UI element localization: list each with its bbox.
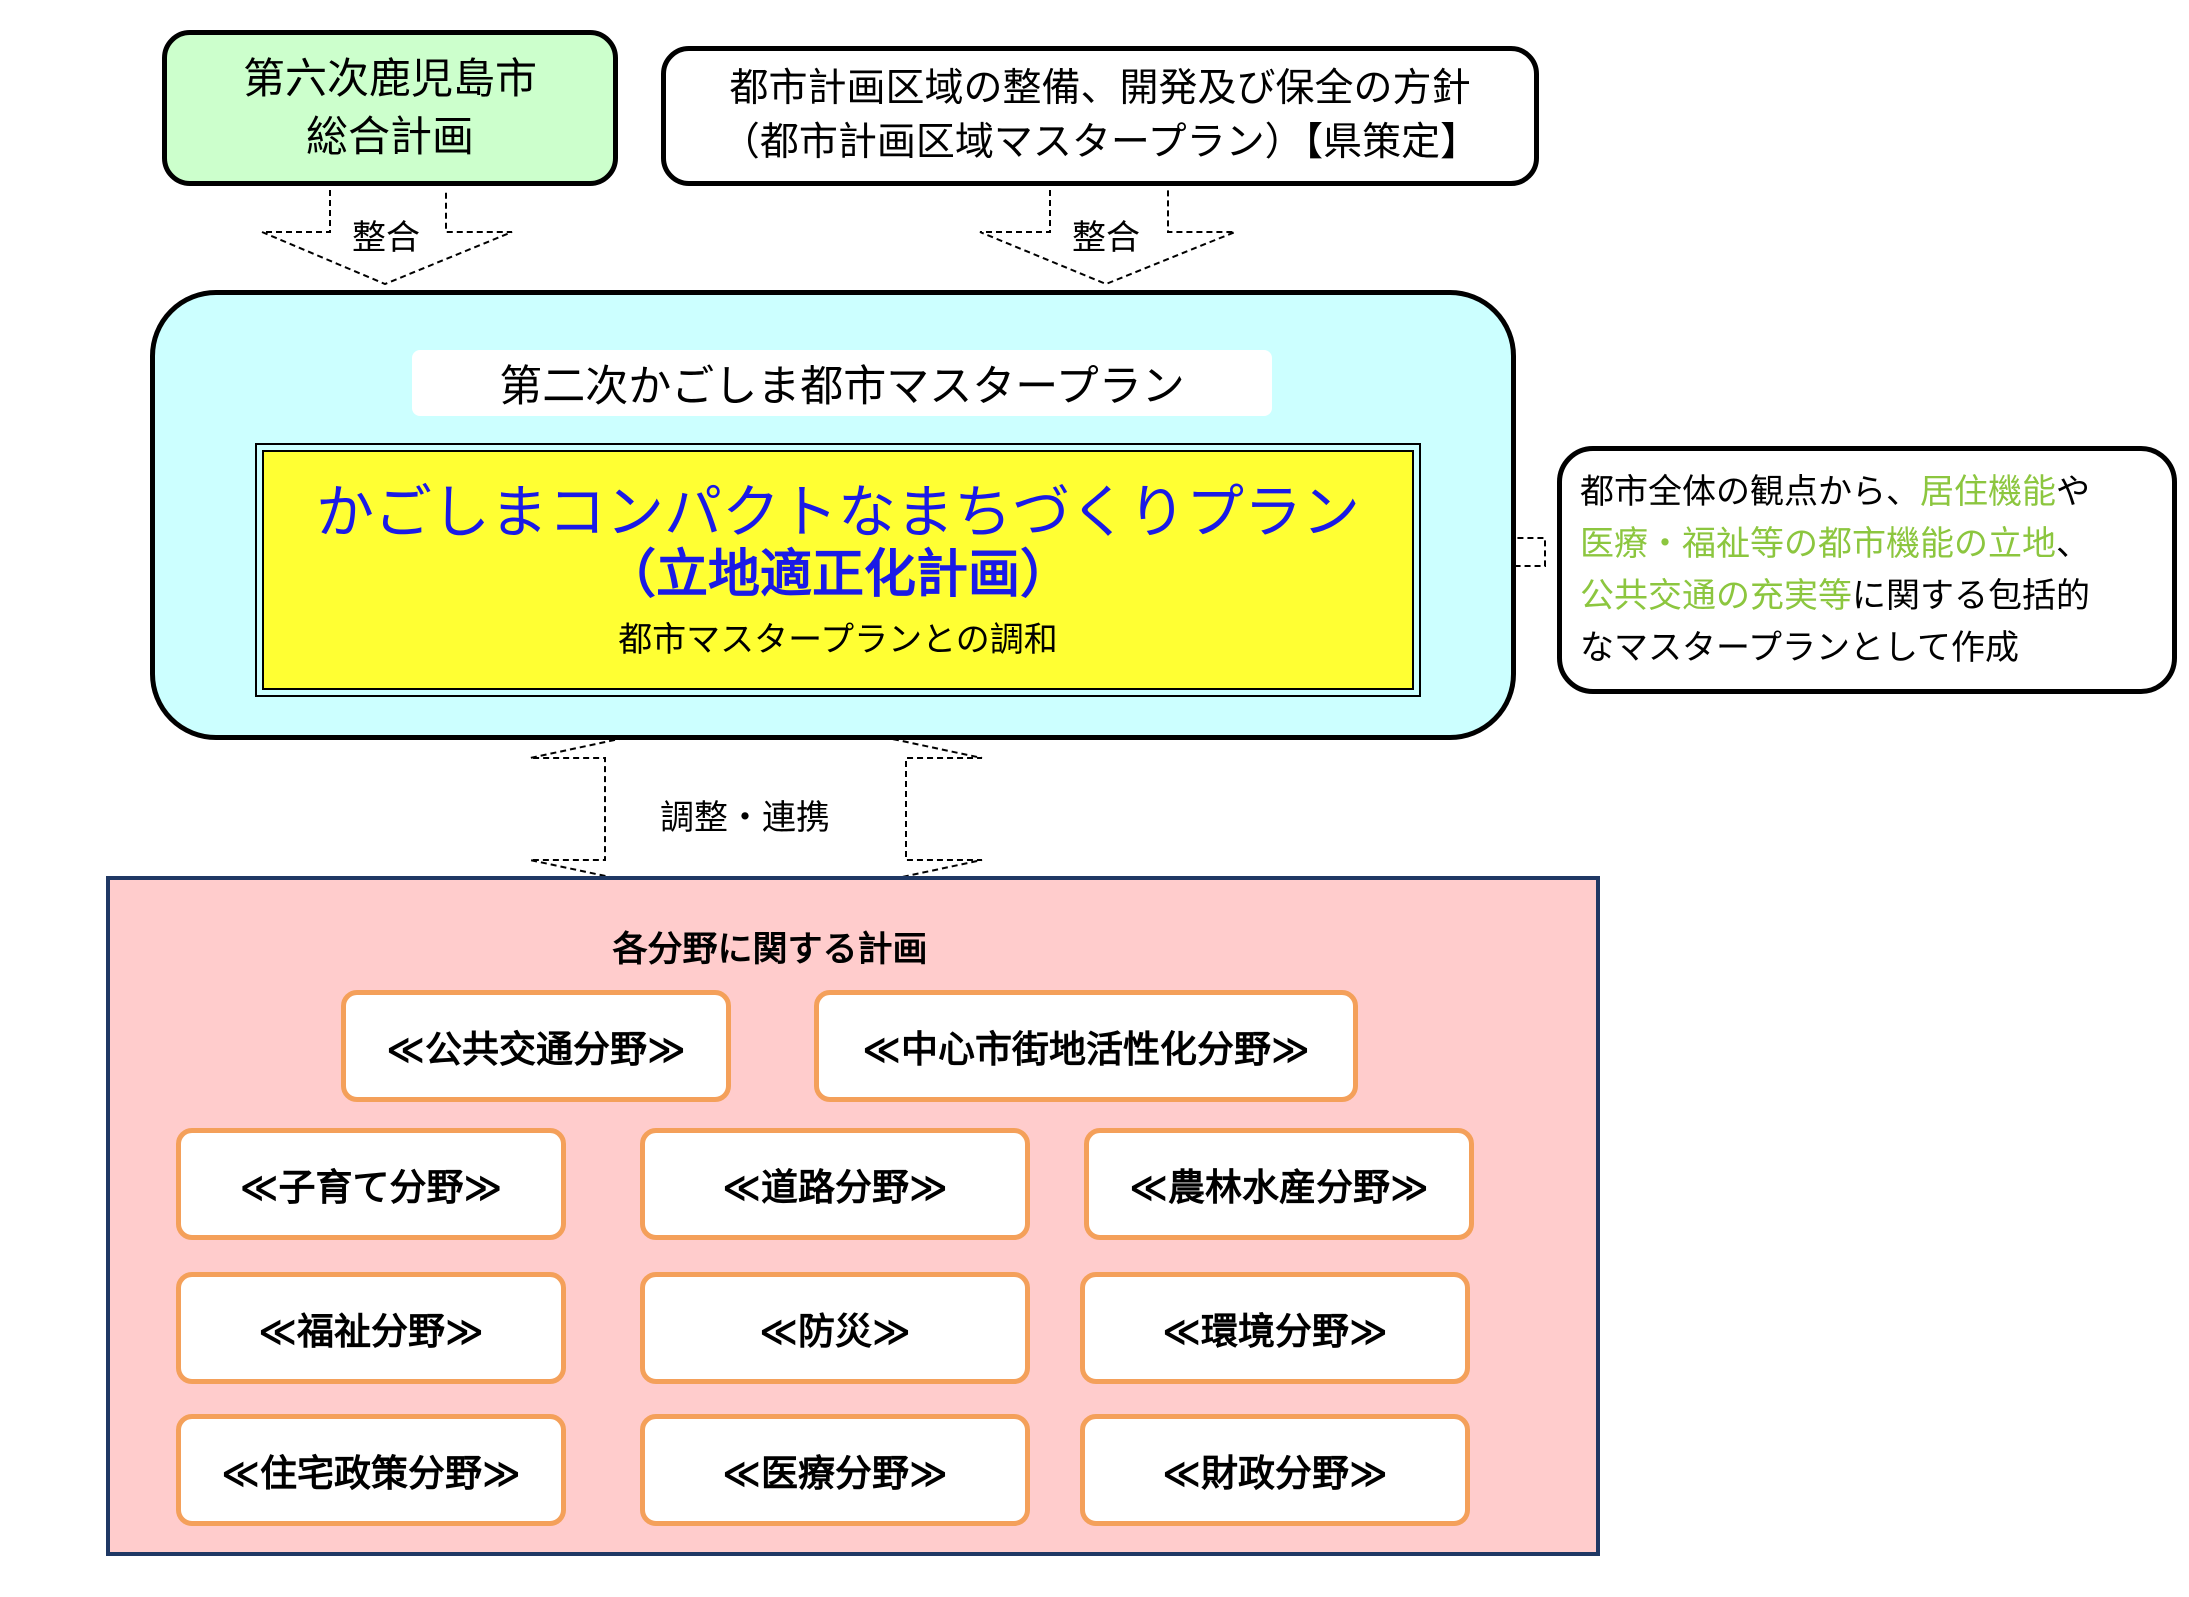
description-note-box: 都市全体の観点から、居住機能や 医療・福祉等の都市機能の立地、 公共交通の充実等… [1557,446,2177,694]
area-masterplan-line1: 都市計画区域の整備、開発及び保全の方針 [729,66,1471,111]
compact-plan-subtitle: （立地適正化計画） [603,545,1072,605]
field-plans-title: 各分野に関する計画 [612,930,928,970]
field-disaster-prevention: ≪防災≫ [640,1272,1030,1384]
field-medical: ≪医療分野≫ [640,1414,1030,1526]
field-roads: ≪道路分野≫ [640,1128,1030,1240]
area-masterplan-line2: （都市計画区域マスタープラン）【県策定】 [720,120,1480,165]
field-childcare: ≪子育て分野≫ [176,1128,566,1240]
field-agriculture: ≪農林水産分野≫ [1084,1128,1474,1240]
note-line-4: なマスタープランとして作成 [1580,628,2019,668]
left-arrow-label: 整合 [352,210,420,259]
field-housing-policy: ≪住宅政策分野≫ [176,1414,566,1526]
compact-plan-note: 都市マスタープランとの調和 [618,620,1058,660]
note-line-3: 公共交通の充実等に関する包括的 [1580,576,2090,616]
field-finance: ≪財政分野≫ [1080,1414,1470,1526]
comprehensive-plan-line2: 総合計画 [305,112,474,161]
right-arrow-label: 整合 [1072,210,1140,259]
area-masterplan-box: 都市計画区域の整備、開発及び保全の方針 （都市計画区域マスタープラン）【県策定】 [661,46,1539,186]
field-welfare: ≪福祉分野≫ [176,1272,566,1384]
field-environment: ≪環境分野≫ [1080,1272,1470,1384]
note-line-2: 医療・福祉等の都市機能の立地、 [1580,524,2090,564]
comprehensive-plan-line1: 第六次鹿児島市 [242,54,537,103]
compact-plan-title: かごしまコンパクトなまちづくりプラン [315,478,1360,546]
field-public-transport: ≪公共交通分野≫ [341,990,731,1102]
comprehensive-plan-box: 第六次鹿児島市 総合計画 [162,30,618,186]
field-downtown-revitalization: ≪中心市街地活性化分野≫ [814,990,1358,1102]
note-line-1: 都市全体の観点から、居住機能や [1580,472,2090,512]
city-masterplan-title: 第二次かごしま都市マスタープラン [412,350,1272,416]
middle-arrow-label: 調整・連携 [660,790,830,839]
compact-plan-box: かごしまコンパクトなまちづくりプラン （立地適正化計画） 都市マスタープランとの… [255,443,1421,697]
